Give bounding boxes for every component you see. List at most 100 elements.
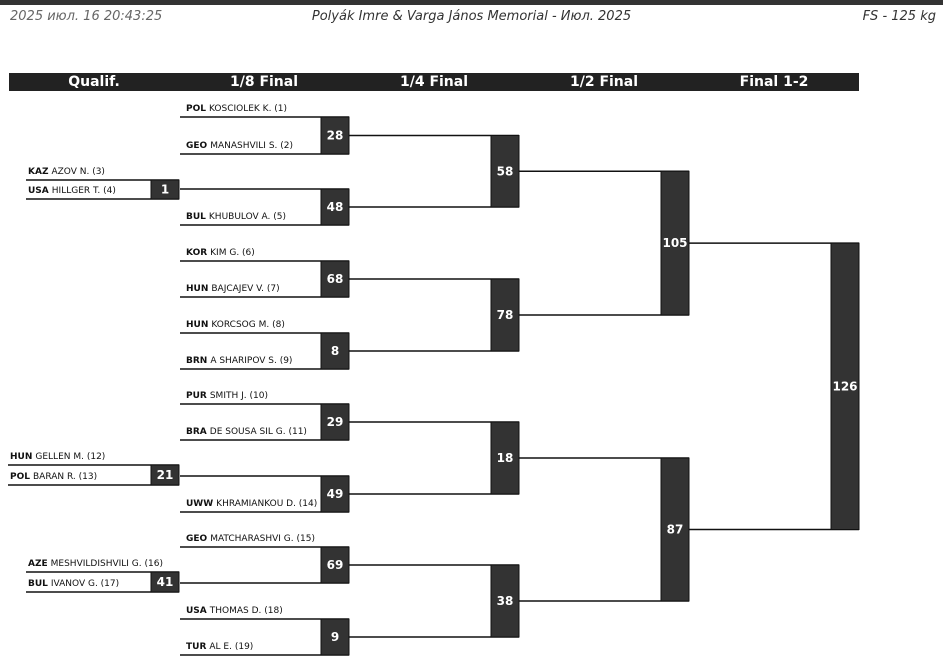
- wrestler-name: DE SOUSA SIL G. (11): [209, 427, 307, 437]
- round-eighth-label: 1/8 Final: [229, 74, 299, 90]
- wrestler-name: KHUBULOV A. (5): [208, 212, 287, 222]
- country-code: KAZ: [28, 167, 49, 177]
- country-code: HUN: [186, 284, 209, 294]
- country-code: HUN: [186, 320, 209, 330]
- bout-105-box: [660, 170, 690, 316]
- wrestler-name: KIM G. (6): [210, 248, 255, 258]
- country-code: GEO: [186, 141, 208, 151]
- timestamp: 2025 июл. 16 20:43:25: [10, 9, 163, 24]
- bout-9-box: [320, 618, 350, 656]
- round-semi-label: 1/2 Final: [569, 74, 639, 90]
- wrestler-name: KOSCIOLEK K. (1): [208, 104, 288, 114]
- wrestler-name: AL E. (19): [209, 642, 254, 652]
- bout-28-number: 28: [327, 129, 344, 143]
- wrestler-name: KHRAMIANKOU D. (14): [216, 499, 318, 509]
- wrestler-name: GELLEN M. (12): [35, 452, 106, 462]
- country-code: AZE: [28, 559, 48, 569]
- country-code: PUR: [186, 391, 207, 401]
- country-code: USA: [186, 606, 207, 616]
- wrestler-name: KORCSOG M. (8): [211, 320, 285, 330]
- bout-38-box: [490, 564, 520, 638]
- bout-28-box: [320, 116, 350, 155]
- bout-68-box: [320, 260, 350, 298]
- bout-1-number: 1: [161, 183, 169, 197]
- bout-69-box: [320, 546, 350, 584]
- wrestler-name: MANASHVILI S. (2): [210, 141, 294, 151]
- wrestler-name: IVANOV G. (17): [50, 579, 120, 589]
- round-header-bar: Qualif. 1/8 Final 1/4 Final 1/2 Final Fi…: [9, 73, 859, 91]
- bout-21-number: 21: [157, 468, 174, 482]
- bout-105-number: 105: [662, 236, 687, 250]
- wrestler-name: MESHVILDISHVILI G. (16): [50, 559, 163, 569]
- bout-49-number: 49: [327, 487, 344, 501]
- country-code: HUN: [10, 452, 33, 462]
- round-quarter-label: 1/4 Final: [399, 74, 469, 90]
- wrestler-name: SMITH J. (10): [209, 391, 268, 401]
- bout-29-number: 29: [327, 415, 344, 429]
- round-final-label: Final 1-2: [739, 74, 809, 90]
- bout-58-box: [490, 135, 520, 208]
- bout-48-number: 48: [327, 200, 344, 214]
- wrestler-name: HILLGER T. (4): [51, 186, 116, 196]
- wrestler-name: AZOV N. (3): [51, 167, 105, 177]
- bout-49-box: [320, 475, 350, 513]
- wrestler-name: BARAN R. (13): [32, 472, 98, 482]
- country-code: BRN: [186, 356, 208, 366]
- country-code: BRA: [186, 427, 207, 437]
- bout-38-number: 38: [497, 594, 514, 608]
- country-code: TUR: [186, 642, 207, 652]
- country-code: USA: [28, 186, 49, 196]
- country-code: BUL: [186, 212, 206, 222]
- bout-126-number: 126: [832, 379, 857, 393]
- event-title: Polyák Imre & Varga János Memorial - Июл…: [311, 9, 632, 24]
- bout-41-box: [150, 571, 180, 593]
- wrestler-name: A SHARIPOV S. (9): [210, 356, 293, 366]
- country-code: POL: [186, 104, 206, 114]
- bout-87-number: 87: [667, 523, 684, 537]
- bout-1-box: [150, 179, 180, 200]
- country-code: UWW: [186, 499, 214, 509]
- round-qualif-label: Qualif.: [68, 74, 120, 90]
- bout-8-number: 8: [331, 344, 339, 358]
- bout-78-number: 78: [497, 308, 514, 322]
- bout-21-box: [150, 464, 180, 486]
- country-code: POL: [10, 472, 30, 482]
- country-code: GEO: [186, 534, 208, 544]
- bout-58-number: 58: [497, 164, 514, 178]
- country-code: BUL: [28, 579, 48, 589]
- bout-18-box: [490, 421, 520, 495]
- bout-69-number: 69: [327, 558, 344, 572]
- wrestler-name: MATCHARASHVI G. (15): [210, 534, 315, 544]
- bout-29-box: [320, 403, 350, 441]
- bout-126-box: [830, 242, 860, 530]
- bout-41-number: 41: [157, 575, 174, 589]
- wrestler-name: THOMAS D. (18): [209, 606, 283, 616]
- wrestler-name: BAJCAJEV V. (7): [211, 284, 280, 294]
- weight-category: FS - 125 kg: [862, 9, 936, 24]
- bout-9-number: 9: [331, 630, 339, 644]
- bout-18-number: 18: [497, 451, 514, 465]
- top-border: [0, 0, 943, 5]
- bout-68-number: 68: [327, 272, 344, 286]
- country-code: KOR: [186, 248, 208, 258]
